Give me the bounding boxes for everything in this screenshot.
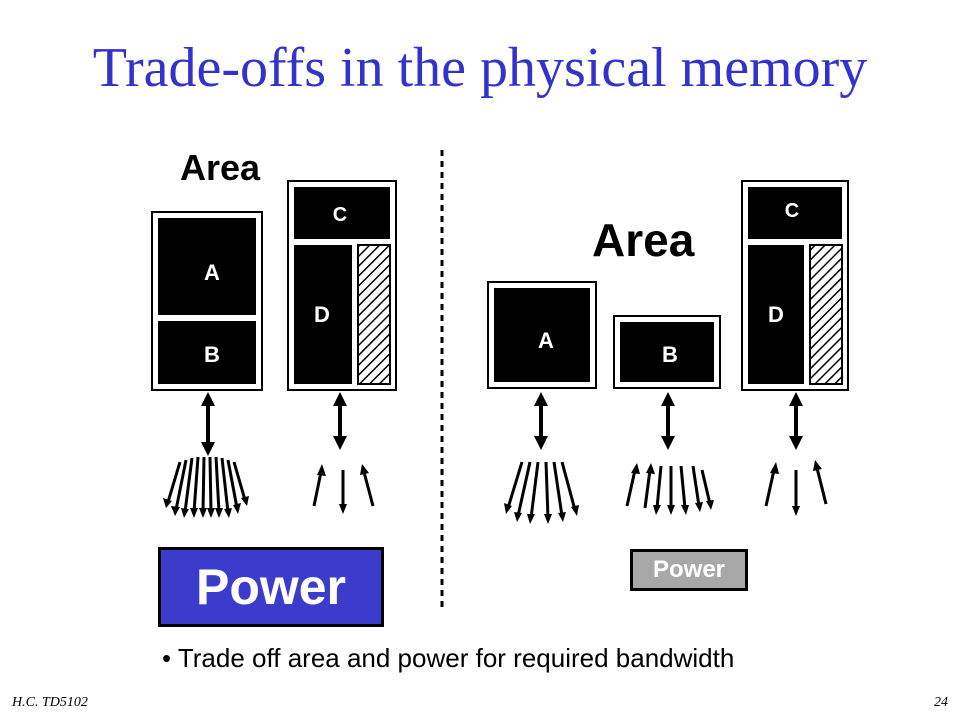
right-b-port-arrow (661, 392, 675, 450)
left-memory-cd: C D (287, 180, 397, 391)
left-power-box: Power (158, 547, 384, 627)
right-memory-a: A (487, 281, 597, 389)
left-block-a-label: A (204, 260, 220, 285)
left-block-d-label: D (314, 302, 330, 327)
left-ab-port-arrow (201, 392, 215, 456)
right-a-port-arrow (534, 392, 548, 450)
right-block-b-label: B (662, 342, 678, 367)
footer-course-code: H.C. TD5102 (12, 695, 88, 710)
right-block-c-label: C (785, 200, 799, 222)
slide-title: Trade-offs in the physical memory (92, 37, 868, 99)
right-cd-access-arrows (764, 460, 828, 516)
right-cd-port-arrow (789, 392, 803, 450)
right-block-d-label: D (768, 302, 784, 327)
right-area-label: Area (592, 214, 695, 266)
right-b-access-arrows (625, 463, 714, 515)
right-power-box: Power (630, 549, 748, 591)
right-memory-b: B (613, 315, 721, 389)
left-block-b-label: B (204, 342, 220, 367)
left-area-label: Area (180, 147, 261, 188)
left-memory-ab: A B (151, 211, 263, 391)
left-cd-access-arrows (312, 464, 375, 514)
footer-page-number: 24 (934, 695, 948, 710)
left-cd-port-arrow (333, 392, 347, 450)
right-a-access-arrows (504, 461, 579, 524)
right-memory-cd: C D (741, 180, 849, 391)
left-ab-access-arrows (163, 456, 249, 518)
summary-bullet: • Trade off area and power for required … (162, 643, 735, 673)
left-block-c-label: C (333, 204, 347, 226)
right-block-a-label: A (538, 328, 554, 353)
